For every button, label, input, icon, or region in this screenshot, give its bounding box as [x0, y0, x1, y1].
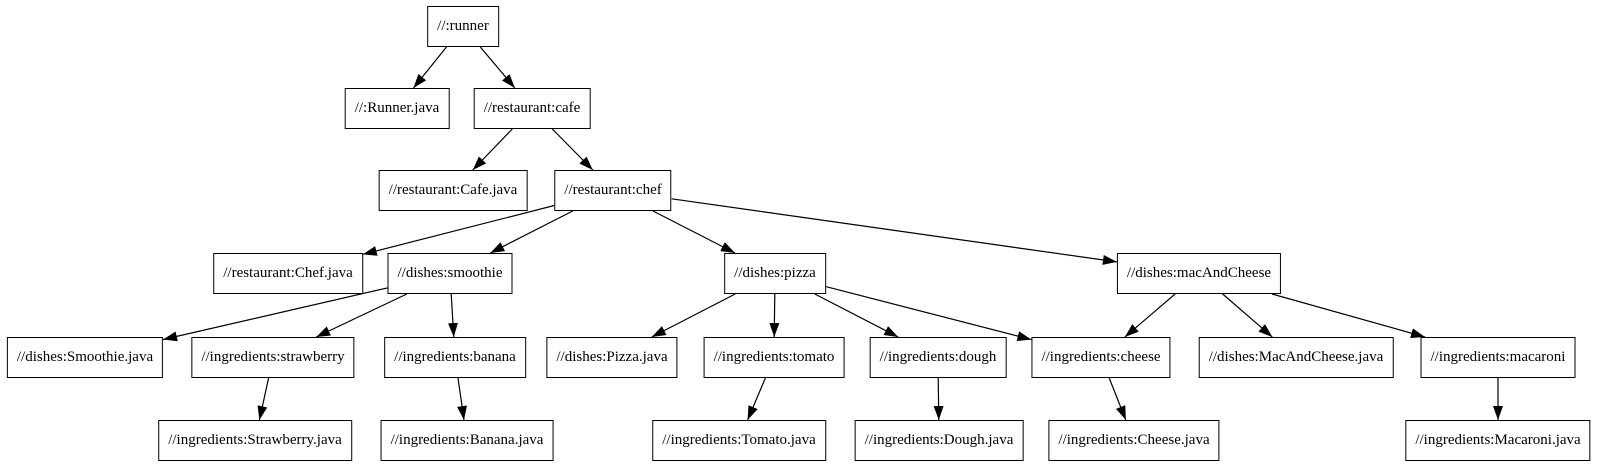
edge-cafe-to-cafe-java — [472, 128, 513, 171]
edge-strawberry-to-strawberry-java — [257, 377, 270, 421]
graph-node-smoothie-java: //dishes:Smoothie.java — [6, 337, 164, 378]
edge-chef-to-chef-java — [362, 204, 555, 256]
graph-node-tomato: //ingredients:tomato — [703, 337, 845, 378]
graph-node-macandcheese: //dishes:macAndCheese — [1116, 253, 1282, 294]
graph-node-dough: //ingredients:dough — [869, 337, 1007, 378]
graph-node-strawberry: //ingredients:strawberry — [191, 337, 355, 378]
graph-node-pizza: //dishes:pizza — [724, 253, 826, 294]
graph-node-cafe: //restaurant:cafe — [473, 88, 591, 129]
edge-pizza-to-pizza-java — [651, 293, 736, 338]
graph-node-macaroni-java: //ingredients:Macaroni.java — [1405, 420, 1591, 461]
edge-smoothie-to-banana — [447, 293, 458, 338]
edge-cafe-to-chef — [551, 128, 594, 171]
edge-chef-to-macandcheese — [671, 198, 1117, 265]
graph-node-runner: //:runner — [427, 6, 499, 47]
graph-node-macandcheese-java: //dishes:MacAndCheese.java — [1198, 337, 1394, 378]
edge-tomato-to-tomato-java — [747, 377, 766, 421]
edge-runner-to-runner-java — [413, 46, 447, 89]
edge-pizza-to-tomato — [769, 293, 780, 338]
edge-smoothie-to-smoothie-java — [162, 287, 388, 342]
edge-macandcheese-to-cheese — [1124, 293, 1176, 338]
edge-chef-to-smoothie — [490, 210, 573, 254]
graph-node-banana-java: //ingredients:Banana.java — [380, 420, 554, 461]
graph-node-smoothie: //dishes:smoothie — [387, 253, 513, 294]
graph-node-cheese: //ingredients:cheese — [1031, 337, 1171, 378]
graph-node-tomato-java: //ingredients:Tomato.java — [652, 420, 826, 461]
graph-node-pizza-java: //dishes:Pizza.java — [546, 337, 678, 378]
graph-node-cheese-java: //ingredients:Cheese.java — [1048, 420, 1220, 461]
edge-macandcheese-to-macandcheese-java — [1222, 293, 1273, 338]
edge-banana-to-banana-java — [457, 377, 467, 421]
graph-node-strawberry-java: //ingredients:Strawberry.java — [158, 420, 352, 461]
graph-node-banana: //ingredients:banana — [384, 337, 526, 378]
graph-node-chef: //restaurant:chef — [554, 170, 672, 211]
graph-node-chef-java: //restaurant:Chef.java — [213, 253, 363, 294]
edge-dough-to-dough-java — [933, 377, 944, 421]
edge-cheese-to-cheese-java — [1108, 377, 1127, 421]
graph-node-runner-java: //:Runner.java — [344, 88, 450, 129]
edge-pizza-to-cheese — [825, 286, 1032, 341]
graph-node-macaroni: //ingredients:macaroni — [1420, 337, 1576, 378]
edge-smoothie-to-strawberry — [315, 293, 408, 338]
edge-runner-to-cafe — [479, 46, 516, 89]
graph-node-dough-java: //ingredients:Dough.java — [854, 420, 1024, 461]
edge-pizza-to-dough — [814, 293, 899, 338]
graph-node-cafe-java: //restaurant:Cafe.java — [378, 170, 528, 211]
edge-chef-to-pizza — [652, 210, 736, 254]
edge-macandcheese-to-macaroni — [1271, 293, 1426, 339]
